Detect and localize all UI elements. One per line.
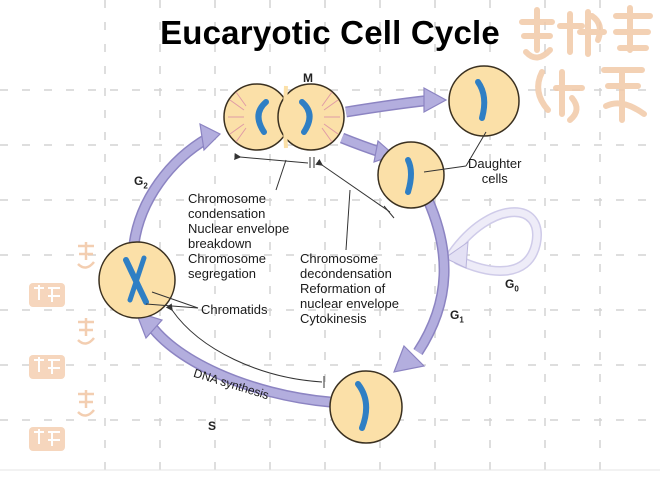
seal-stamp-small-2 xyxy=(29,283,65,307)
phase-label-g2: G2 xyxy=(134,174,148,190)
phase-s-text: S xyxy=(208,419,217,433)
phase-label-s: S xyxy=(208,419,216,433)
phase-g2-text: G xyxy=(134,174,144,188)
phase-g1-subscript: 1 xyxy=(459,315,464,325)
phase-m-text: M xyxy=(303,71,313,85)
s-phase-cell xyxy=(329,370,403,444)
phase-label-g1: G1 xyxy=(450,308,464,324)
daughter-cell-g1 xyxy=(377,141,445,209)
seal-stamp-small-4 xyxy=(29,355,65,379)
page-title: Eucaryotic Cell Cycle xyxy=(160,14,500,51)
chromatids-label: Chromatids xyxy=(201,302,268,317)
seal-stamp-small-3 xyxy=(77,318,95,345)
seal-stamp-small-5 xyxy=(77,390,95,417)
phase-label-g0: G0 xyxy=(505,277,519,293)
seal-stamp-small-6 xyxy=(29,427,65,451)
phase-g1-text: G xyxy=(450,308,460,322)
phase-g2-subscript: 2 xyxy=(143,181,148,191)
phase-g0-text: G xyxy=(505,277,515,291)
seal-stamp-small-1 xyxy=(77,242,95,269)
phase-g0-subscript: 0 xyxy=(514,284,519,294)
daughter-cells-label: Daughter cells xyxy=(468,156,522,186)
mitosis-events-label: Chromosome condensation Nuclear envelope… xyxy=(188,191,290,281)
telophase-events-label: Chromosome decondensation Reformation of… xyxy=(300,251,400,326)
g0-loop-arrow xyxy=(444,207,542,276)
g2-cell xyxy=(98,241,176,319)
seal-stamp-large xyxy=(519,5,653,123)
daughter-cell-top xyxy=(448,65,520,137)
cycle-arrow xyxy=(128,94,450,408)
mitosis-cell xyxy=(223,83,345,151)
annotation-lines xyxy=(145,131,487,388)
phase-label-m: M xyxy=(303,71,313,85)
